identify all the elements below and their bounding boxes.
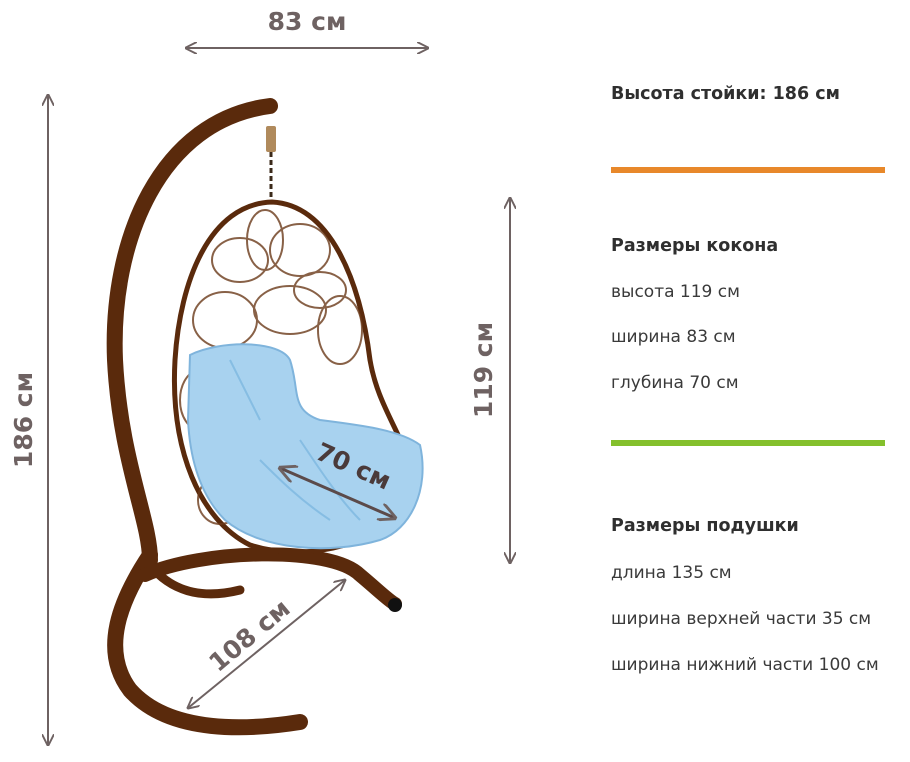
specs-panel: Высота стойки: 186 см Размеры кокона выс… [611, 0, 906, 758]
width-label: 83 см [268, 7, 347, 36]
cushion-top-width-text: ширина верхней части 35 см [611, 609, 872, 629]
cushion-bottom-width-text: ширина нижний части 100 см [611, 655, 879, 675]
depth-dimension-line [280, 468, 395, 518]
stand-frame [106, 98, 402, 736]
hanging-chair-illustration: 83 см 186 см 119 см 70 см 108 см [9, 7, 600, 758]
cocoon-depth-text: глубина 70 см [611, 373, 739, 393]
cocoon-width-text: ширина 83 см [611, 327, 736, 347]
base-label: 108 см [203, 593, 295, 677]
total-height-label: 186 см [9, 372, 38, 468]
divider-green [611, 440, 885, 446]
stand-height-text: Высота стойки: 186 см [611, 84, 840, 104]
chain [266, 126, 276, 200]
chair-figure: 83 см 186 см 119 см 70 см 108 см [9, 7, 600, 758]
cushion-heading: Размеры подушки [611, 516, 799, 536]
cushion-length-text: длина 135 см [611, 563, 732, 583]
cocoon-heading: Размеры кокона [611, 236, 779, 256]
divider-orange [611, 167, 885, 173]
cocoon-height-label: 119 см [469, 322, 498, 418]
base-dimension-line [188, 580, 345, 708]
cushion [186, 343, 424, 550]
cocoon-height-text: высота 119 см [611, 282, 740, 302]
